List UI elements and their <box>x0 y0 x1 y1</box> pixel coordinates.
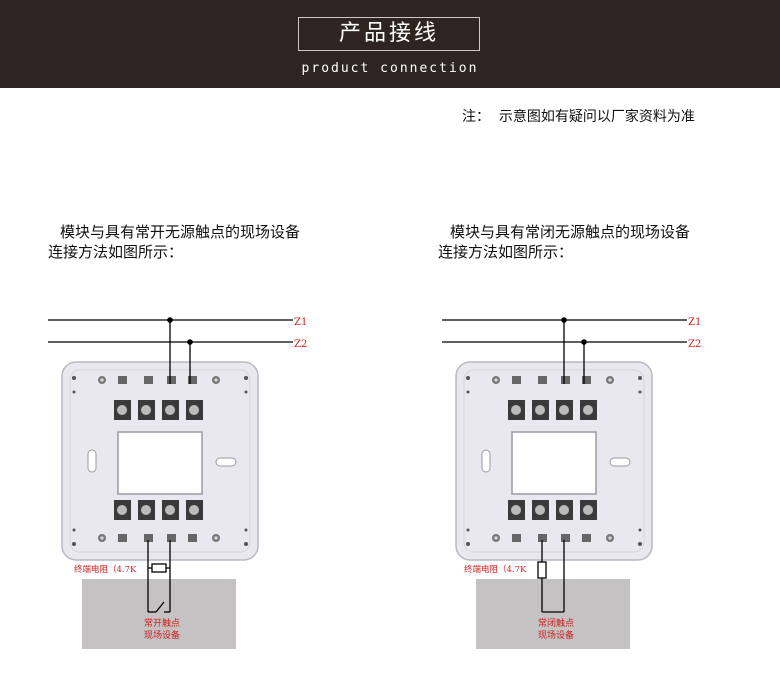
resistor-label: 终端电阻（4.7K <box>464 564 527 575</box>
bus-label-z2: Z2 <box>294 339 307 350</box>
caption-left-line2: 连接方法如图所示： <box>48 243 184 261</box>
resistor-symbol <box>537 561 547 579</box>
top-terminal-block <box>98 376 220 420</box>
caption-right-line1: 模块与具有常闭无源触点的现场设备 <box>450 223 691 241</box>
top-terminal-block <box>492 376 614 420</box>
module-center-opening <box>117 431 203 495</box>
bus-label-z1: Z1 <box>688 317 701 328</box>
resistor-symbol <box>151 563 167 573</box>
open-contact-switch <box>155 601 165 613</box>
wiring-diagram-normally-open: Z1 Z2 <box>48 317 307 649</box>
bottom-terminal-block <box>98 500 220 542</box>
bus-label-z2: Z2 <box>688 339 701 350</box>
field-device-box <box>476 579 630 649</box>
module-slot-left <box>87 449 97 473</box>
resistor-label: 终端电阻（4.7K <box>74 564 137 575</box>
module-inner-rim <box>463 369 645 553</box>
device-label-line2: 现场设备 <box>144 629 180 641</box>
module-center-opening <box>511 431 597 495</box>
caption-right-line2: 连接方法如图所示： <box>438 243 574 261</box>
device-label-line1: 常闭触点 <box>538 617 574 629</box>
caption-left: 模块与具有常开无源触点的现场设备 连接方法如图所示： <box>48 222 300 262</box>
caption-right: 模块与具有常闭无源触点的现场设备 连接方法如图所示： <box>438 222 690 262</box>
module-slot-right <box>609 457 631 467</box>
device-label-line1: 常开触点 <box>144 617 180 629</box>
disclaimer-note: 注： 示意图如有疑问以厂家资料为准 <box>462 109 695 125</box>
module-slot-left <box>481 449 491 473</box>
module-inner-rim <box>69 369 251 553</box>
bus-label-z1: Z1 <box>294 317 307 328</box>
wiring-diagram-normally-closed: Z1 Z2 终端电阻（4.7K 常 <box>442 317 701 649</box>
bottom-terminal-block <box>492 500 614 542</box>
device-label-line2: 现场设备 <box>538 629 574 641</box>
field-device-box <box>82 579 236 649</box>
caption-left-line1: 模块与具有常开无源触点的现场设备 <box>60 223 301 241</box>
module-slot-right <box>215 457 237 467</box>
page-title: 产品接线 <box>298 17 480 51</box>
header-banner: 产品接线 product connection <box>0 0 780 88</box>
page-subtitle: product connection <box>301 61 479 76</box>
